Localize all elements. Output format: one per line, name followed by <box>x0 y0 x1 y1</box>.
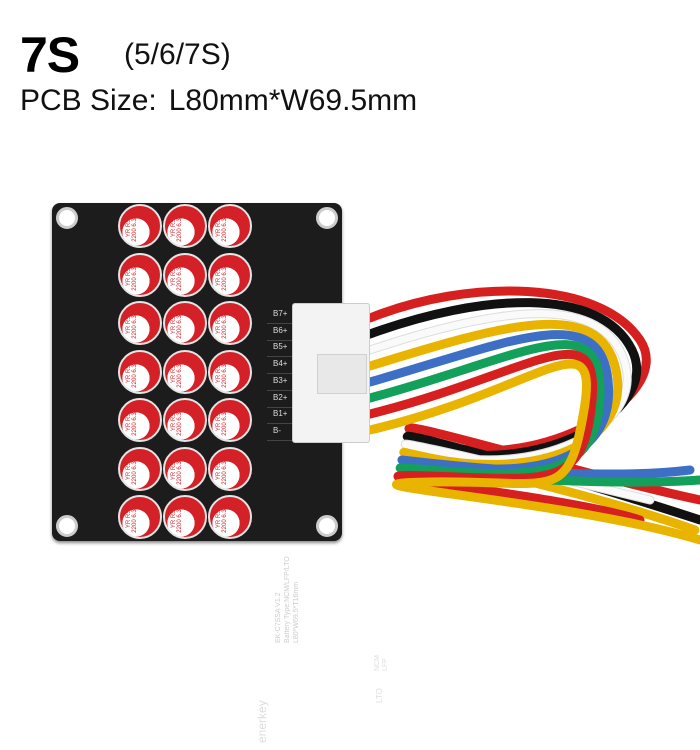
capacitor-label: YR RS 2200 6.3V <box>126 456 138 485</box>
product-title: 7S <box>20 27 80 83</box>
pin-divider <box>267 356 292 358</box>
capacitor-label: YR RS 2200 6.3V <box>171 262 183 291</box>
dimensions-text: L80*W69.5*T16mm <box>293 581 300 643</box>
capacitor-label: YR RS 2200 6.3V <box>171 311 183 339</box>
wire <box>365 359 700 545</box>
capacitor-label: YR RS 2200 6.3V <box>126 505 138 533</box>
capacitor: YR RS 2200 6.3V <box>163 495 207 539</box>
capacitor: YR RS 2200 6.3V <box>208 349 252 394</box>
pcb-board: YR RS 2200 6.3V YR RS 2200 6.3V YR RS 2200… <box>52 203 389 743</box>
capacitor: YR RS 2200 6.3V <box>163 446 207 491</box>
capacitor: YR RS 2200 6.3V <box>118 252 162 297</box>
product-variants: (5/6/7S) <box>124 38 231 71</box>
capacitor: YR RS 2200 6.3V <box>163 252 207 297</box>
pin-label: B2+ <box>273 392 288 402</box>
mount-hole <box>56 515 78 537</box>
pin-divider <box>267 406 292 408</box>
pin-label: B1+ <box>273 409 288 419</box>
model-text: EK-C7SSA V1.2 <box>275 592 282 643</box>
wire <box>365 286 700 505</box>
capacitor-label: YR RS 2200 6.3V <box>126 214 138 242</box>
mount-hole <box>56 207 78 229</box>
pin-divider <box>267 339 292 341</box>
capacitor-label: YR RS 2200 6.3V <box>126 262 138 291</box>
capacitor: YR RS 2200 6.3V <box>208 495 252 539</box>
board-silkscreen: EK-C7SSA V1.2 Battery Type:NCM/LFP/LTO L… <box>274 523 301 643</box>
pin-label: B- <box>273 425 281 435</box>
capacitor: YR RS 2200 6.3V <box>118 446 162 491</box>
capacitor: YR RS 2200 6.3V <box>208 301 252 345</box>
pin-label: B7+ <box>273 309 288 318</box>
pin-divider <box>267 439 292 441</box>
capacitor-label: YR RS 2200 6.3V <box>126 359 138 388</box>
capacitor: YR RS 2200 6.3V <box>118 495 162 539</box>
pcb-size-value: L80mm*W69.5mm <box>168 84 418 117</box>
pin-divider <box>267 323 292 324</box>
capacitor: YR RS 2200 6.3V <box>118 398 162 442</box>
mount-hole <box>316 515 338 537</box>
capacitor-label: YR RS 2200 6.3V <box>171 505 183 533</box>
mount-hole <box>316 207 338 229</box>
pcb-size-label: PCB Size: <box>20 84 157 117</box>
pcb-size: PCB Size: L80mm*W69.5mm <box>20 84 429 118</box>
capacitor-label: YR RS 2200 6.3V <box>216 456 228 485</box>
pin-label: B5+ <box>273 342 288 352</box>
chem-lfp: LFP <box>382 658 389 671</box>
capacitor-label: YR RS 2200 6.3V <box>126 408 138 436</box>
brand-logo: enerkey <box>255 700 269 743</box>
capacitor: YR RS 2200 6.3V <box>118 301 162 345</box>
pin-label: B6+ <box>273 325 288 335</box>
chem-lto: LTO <box>375 688 384 703</box>
capacitor: YR RS 2200 6.3V <box>163 349 207 394</box>
capacitor-label: YR RS 2200 6.3V <box>171 359 183 388</box>
capacitor-label: YR RS 2200 6.3V <box>126 311 138 339</box>
pin-divider <box>267 373 292 375</box>
capacitor: YR RS 2200 6.3V <box>118 204 162 248</box>
capacitor-label: YR RS 2200 6.3V <box>171 408 183 436</box>
capacitor: YR RS 2200 6.3V <box>208 446 252 491</box>
capacitor-label: YR RS 2200 6.3V <box>216 311 228 339</box>
capacitor: YR RS 2200 6.3V <box>208 398 252 442</box>
chem-ncm: NCM <box>374 655 381 671</box>
capacitor: YR RS 2200 6.3V <box>118 349 162 394</box>
capacitor-label: YR RS 2200 6.3V <box>216 262 228 291</box>
capacitor: YR RS 2200 6.3V <box>208 204 252 248</box>
battery-type-text: Battery Type:NCM/LFP/LTO <box>284 556 291 643</box>
pin-divider <box>267 423 292 425</box>
capacitor-label: YR RS 2200 6.3V <box>171 214 183 242</box>
capacitor-label: YR RS 2200 6.3V <box>216 505 228 533</box>
pin-label: B3+ <box>273 375 288 385</box>
wire <box>365 349 645 525</box>
capacitor: YR RS 2200 6.3V <box>163 398 207 442</box>
capacitor-label: YR RS 2200 6.3V <box>216 359 228 388</box>
capacitor: YR RS 2200 6.3V <box>163 204 207 248</box>
wire-connector <box>292 303 370 443</box>
capacitor-label: YR RS 2200 6.3V <box>216 214 228 242</box>
pin-divider <box>267 389 292 391</box>
capacitor: YR RS 2200 6.3V <box>208 252 252 297</box>
capacitor-label: YR RS 2200 6.3V <box>216 408 228 436</box>
pin-label: B4+ <box>273 359 288 369</box>
connector-latch <box>317 354 367 394</box>
capacitor: YR RS 2200 6.3V <box>163 301 207 345</box>
capacitor-label: YR RS 2200 6.3V <box>171 456 183 485</box>
